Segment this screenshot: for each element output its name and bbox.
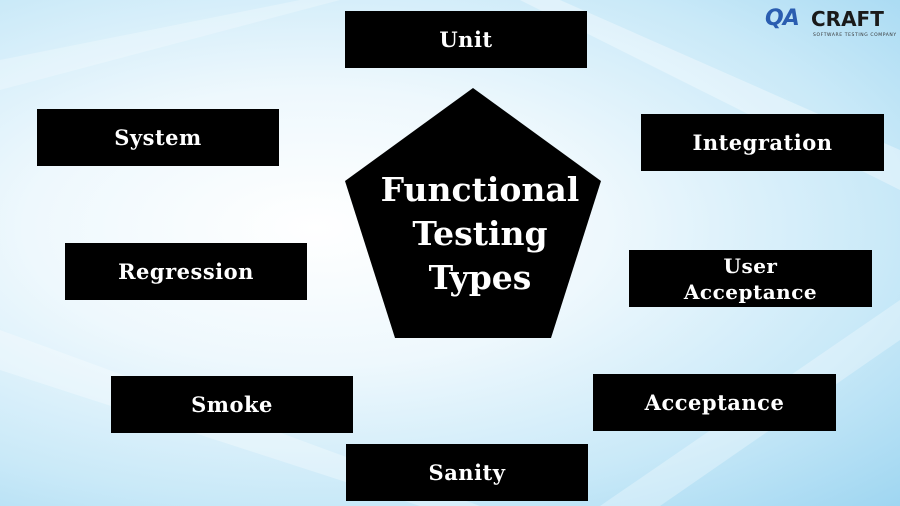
type-box-system: System (37, 109, 279, 166)
qacraft-logo: QA CRAFT SOFTWARE TESTING COMPANY (765, 6, 897, 40)
logo-craft-text: CRAFT (811, 7, 884, 31)
type-box-regression: Regression (65, 243, 307, 300)
type-box-smoke: Smoke (111, 376, 353, 433)
center-pentagon (345, 88, 601, 338)
logo-qa-text: QA (765, 6, 800, 31)
logo-tagline: SOFTWARE TESTING COMPANY (813, 33, 897, 38)
type-box-acceptance: Acceptance (593, 374, 836, 431)
diagram-title: Functional Testing Types (380, 170, 580, 297)
type-box-user-acceptance: User Acceptance (629, 250, 872, 307)
type-box-integration: Integration (641, 114, 884, 171)
type-box-unit: Unit (345, 11, 587, 68)
type-box-sanity: Sanity (346, 444, 588, 501)
